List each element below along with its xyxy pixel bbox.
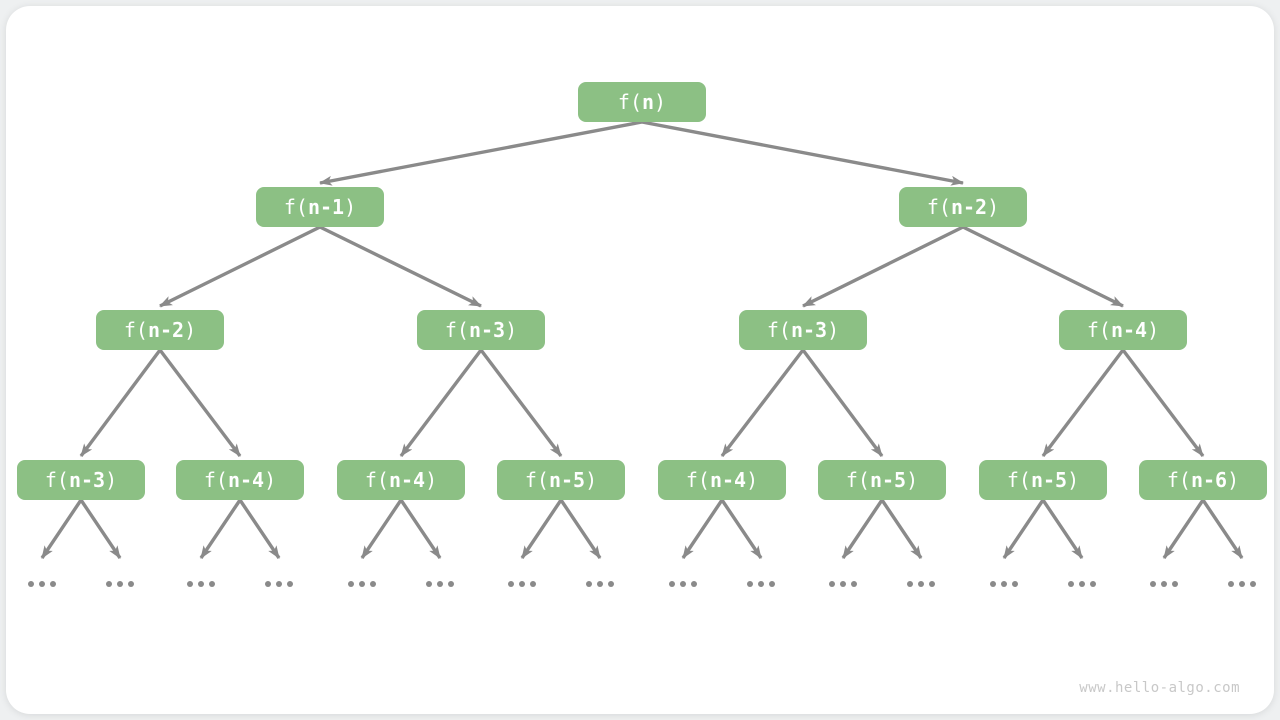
node-label: f(n-2) [926,195,1000,219]
edge-arrow [962,225,1124,308]
node-label: f(n-4) [364,468,438,492]
edge-arrow [319,120,643,186]
edge-arrow [399,348,483,458]
node-label: f(n-3) [44,468,118,492]
edge-arrow [720,499,763,559]
ellipsis-leaf [990,581,1018,587]
edge-arrow [1041,348,1125,458]
edge-arrow [1162,499,1205,559]
ellipsis-leaf [28,581,56,587]
edge-arrow [238,499,281,559]
node-label: f(n-5) [845,468,919,492]
tree-node: f(n-6) [1139,460,1267,500]
ellipsis-leaf [1228,581,1256,587]
ellipsis-leaf [187,581,215,587]
edge-arrow [720,348,805,458]
tree-node: f(n-4) [658,460,786,500]
node-label: f(n-3) [766,318,840,342]
tree-node: f(n-4) [176,460,304,500]
ellipsis-leaf [669,581,697,587]
edge-arrow [158,348,242,458]
edge-arrow [559,499,602,559]
ellipsis-leaf [106,581,134,587]
node-label: f(n) [617,90,667,114]
tree-node: f(n-2) [96,310,224,350]
edge-arrow [641,120,964,186]
tree-node: f(n-4) [1059,310,1187,350]
edge-arrow [520,499,563,559]
ellipsis-leaf [426,581,454,587]
tree-node: f(n-3) [739,310,867,350]
edge-arrow [159,225,321,308]
edge-arrow [79,499,122,559]
node-label: f(n-4) [1086,318,1160,342]
ellipsis-leaf [265,581,293,587]
edge-arrow [399,499,442,559]
edge-arrow [681,499,724,559]
ellipsis-leaf [348,581,376,587]
tree-node: f(n-5) [818,460,946,500]
node-label: f(n-5) [1006,468,1080,492]
edge-arrow [319,225,482,308]
edge-arrow [79,348,162,458]
edge-arrow [801,348,884,458]
edge-arrow [1041,499,1084,559]
node-label: f(n-4) [685,468,759,492]
node-label: f(n-4) [203,468,277,492]
tree-node: f(n-4) [337,460,465,500]
node-label: f(n-1) [283,195,357,219]
node-label: f(n-3) [444,318,518,342]
ellipsis-leaf [1068,581,1096,587]
edge-arrow [1201,499,1244,559]
edge-arrow [841,499,884,559]
edge-arrow [802,225,964,308]
edge-arrow [360,499,403,559]
watermark: www.hello-algo.com [1079,680,1240,696]
tree-node: f(n-5) [497,460,625,500]
tree-node: f(n-3) [17,460,145,500]
ellipsis-leaf [907,581,935,587]
ellipsis-leaf [586,581,614,587]
node-label: f(n-5) [524,468,598,492]
edge-arrow [199,499,242,559]
edge-arrow [1002,499,1045,559]
tree-node: f(n-2) [899,187,1027,227]
tree-node: f(n) [578,82,706,122]
edge-arrow [1121,348,1205,458]
node-label: f(n-2) [123,318,197,342]
ellipsis-leaf [508,581,536,587]
tree-node: f(n-1) [256,187,384,227]
node-label: f(n-6) [1166,468,1240,492]
edge-arrow [40,499,83,559]
ellipsis-leaf [747,581,775,587]
ellipsis-leaf [829,581,857,587]
ellipsis-leaf [1150,581,1178,587]
edge-arrow [880,499,923,559]
tree-node: f(n-5) [979,460,1107,500]
tree-node: f(n-3) [417,310,545,350]
edge-arrow [479,348,563,458]
